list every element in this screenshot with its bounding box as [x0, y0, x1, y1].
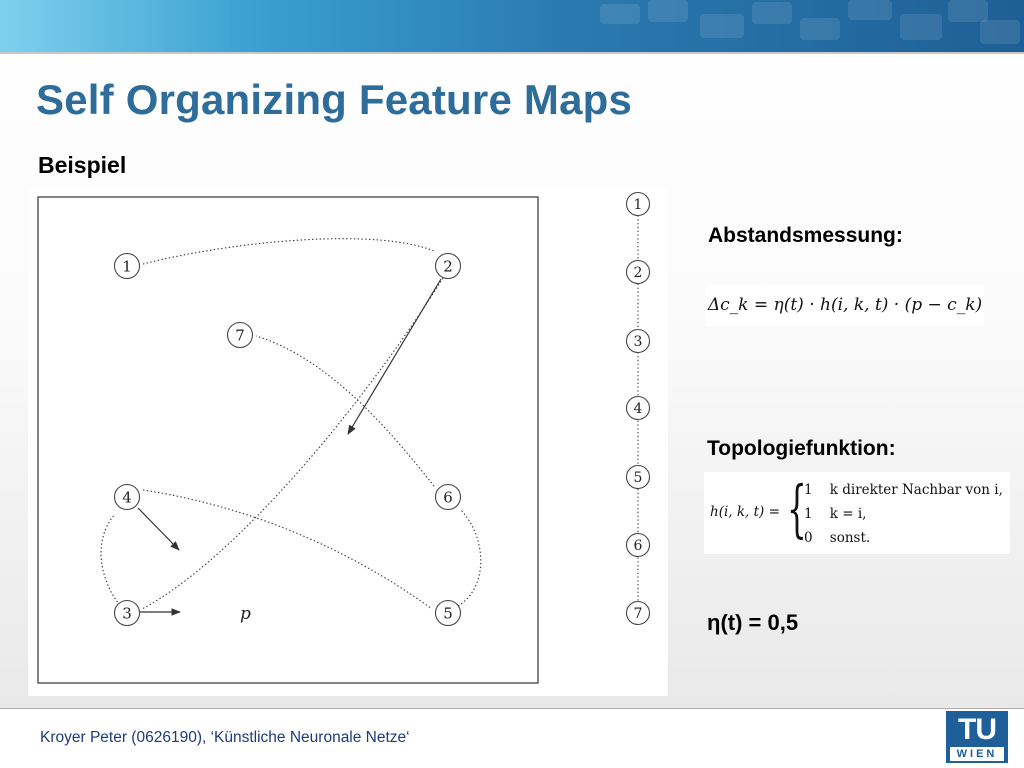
arrow-node-2: [347, 278, 442, 435]
node-7: [226, 321, 254, 349]
topology-lhs: h(i, k, t) =: [710, 504, 780, 520]
node-4: [113, 483, 141, 511]
connection-curves: [100, 238, 482, 614]
topology-case-3: 0 sonst.: [804, 530, 871, 546]
curve-1-2: [142, 238, 435, 265]
node-2: [434, 252, 462, 280]
footer-text: Kroyer Peter (0626190), ‘Künstliche Neur…: [40, 729, 410, 746]
topology-heading: Topologiefunktion:: [707, 437, 896, 460]
som-diagram: 1 2 3 4 5 6 7 1 2 3 4 5 6 7 p: [37, 191, 651, 684]
slide-title: Self Organizing Feature Maps: [36, 76, 633, 123]
logo-top-text: TU: [958, 713, 997, 746]
chain-node-7: [625, 600, 651, 626]
brace-glyph: {: [787, 472, 807, 545]
input-label-p: p: [240, 604, 251, 624]
node-1: [113, 252, 141, 280]
node-5: [434, 599, 462, 627]
slide-subtitle: Beispiel: [38, 152, 127, 178]
curve-6-7: [255, 335, 435, 487]
node-label-5: 5: [443, 604, 453, 622]
chain-node-label-6: 6: [634, 538, 643, 554]
arrow-node-4: [137, 507, 180, 551]
chain-node-3: [625, 328, 651, 354]
footer-divider: [0, 708, 1024, 709]
topology-formula: h(i, k, t) = { 1 k direkter Nachbar von …: [704, 472, 1010, 554]
chain-node-label-2: 2: [634, 265, 643, 281]
node-label-1: 1: [122, 257, 132, 275]
chain-node-label-5: 5: [634, 470, 643, 486]
node-label-7: 7: [235, 326, 245, 344]
distance-formula: Δc_k = η(t) · h(i, k, t) · (p − c_k): [706, 285, 984, 326]
chain-node-label-3: 3: [634, 334, 643, 350]
chain-node-1: [625, 191, 651, 217]
topology-case-2: 1 k = i,: [804, 506, 867, 522]
banner-divider: [0, 52, 1024, 54]
chain-node-2: [625, 259, 651, 285]
som-nodes: 1 2 3 4 5 6 7: [113, 252, 462, 627]
node-label-3: 3: [122, 604, 132, 622]
curve-2-3: [141, 277, 444, 610]
node-label-6: 6: [443, 488, 453, 506]
curve-3-4: [100, 513, 129, 614]
plot-frame: [37, 196, 539, 684]
som-example-figure: 1 2 3 4 5 6 7 1 2 3 4 5 6 7 p: [28, 188, 668, 696]
node-6: [434, 483, 462, 511]
chain-node-4: [625, 395, 651, 421]
node-3: [113, 599, 141, 627]
curve-5-6: [457, 508, 482, 607]
node-label-4: 4: [122, 488, 132, 506]
chain-node-5: [625, 464, 651, 490]
distance-heading: Abstandsmessung:: [708, 224, 903, 247]
eta-value: η(t) = 0,5: [707, 610, 799, 635]
chain-node-label-7: 7: [634, 606, 643, 622]
header-banner: [0, 0, 1024, 52]
chain-node-6: [625, 532, 651, 558]
update-arrows: [137, 278, 442, 616]
node-label-2: 2: [443, 257, 453, 275]
curve-4-5: [142, 489, 433, 610]
footer-bar: [0, 709, 1024, 768]
topology-chain: 1 2 3 4 5 6 7: [625, 191, 651, 626]
chain-node-label-4: 4: [634, 401, 643, 417]
chain-node-label-1: 1: [634, 197, 643, 213]
tu-wien-logo: TU WIEN: [946, 711, 1008, 763]
topology-case-1: 1 k direkter Nachbar von i,: [804, 482, 1003, 498]
logo-bottom-text: WIEN: [950, 747, 1004, 761]
